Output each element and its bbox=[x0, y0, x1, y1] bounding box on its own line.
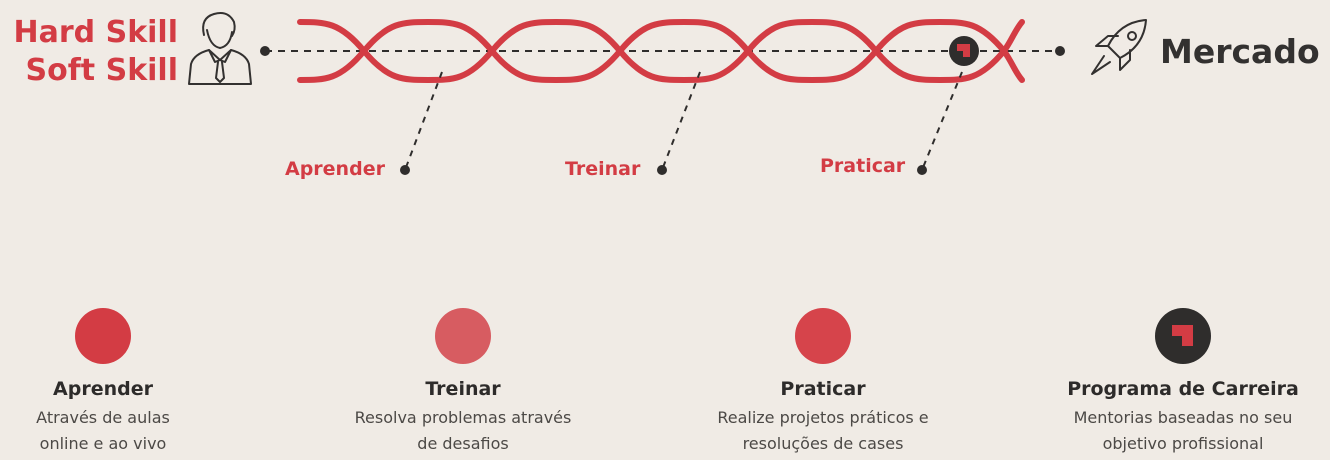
card-description-line: resoluções de cases bbox=[742, 434, 904, 453]
connector-treinar bbox=[661, 71, 701, 171]
card-description-line: objetivo profissional bbox=[1102, 434, 1264, 453]
soft-skill-label: Soft Skill bbox=[25, 53, 178, 88]
card-title: Aprender bbox=[53, 378, 153, 400]
card-description: Realize projetos práticos e resoluções d… bbox=[688, 405, 958, 457]
connector-aprender bbox=[404, 71, 443, 171]
card-description-line: online e ao vivo bbox=[39, 434, 167, 453]
card-praticar: Praticar Realize projetos práticos e res… bbox=[688, 308, 958, 457]
card-description-line: de desafios bbox=[417, 434, 509, 453]
stage-label-treinar: Treinar bbox=[565, 158, 641, 180]
card-aprender: Aprender Através de aulas online e ao vi… bbox=[0, 308, 238, 457]
stage-label-aprender: Aprender bbox=[285, 158, 385, 180]
card-description-line: Através de aulas bbox=[36, 408, 170, 427]
connector-dot-aprender bbox=[400, 165, 410, 175]
career-marker-icon bbox=[949, 36, 979, 66]
card-description-line: Mentorias baseadas no seu bbox=[1073, 408, 1293, 427]
timeline-end-dot bbox=[1055, 46, 1065, 56]
card-description-line: Realize projetos práticos e bbox=[717, 408, 929, 427]
card-dot-aprender bbox=[75, 308, 131, 364]
card-description: Através de aulas online e ao vivo bbox=[0, 405, 238, 457]
card-programa-de-carreira: Programa de Carreira Mentorias baseadas … bbox=[1048, 308, 1318, 457]
card-title: Praticar bbox=[780, 378, 866, 400]
rocket-icon bbox=[1091, 19, 1147, 75]
card-dot-treinar bbox=[435, 308, 491, 364]
skills-heading: Hard Skill Soft Skill bbox=[0, 14, 178, 90]
card-title: Treinar bbox=[425, 378, 501, 400]
card-description: Resolva problemas através de desafios bbox=[328, 405, 598, 457]
stage-label-praticar: Praticar bbox=[820, 155, 906, 177]
timeline-start-dot bbox=[260, 46, 270, 56]
card-dot-praticar bbox=[795, 308, 851, 364]
career-logo-icon bbox=[1155, 308, 1211, 364]
helix-strand-a bbox=[297, 18, 1025, 84]
connector-dot-treinar bbox=[657, 165, 667, 175]
helix-strand-b bbox=[297, 18, 1025, 84]
connector-dot-praticar bbox=[917, 165, 927, 175]
card-description: Mentorias baseadas no seu objetivo profi… bbox=[1048, 405, 1318, 457]
card-title: Programa de Carreira bbox=[1067, 378, 1299, 400]
card-description-line: Resolva problemas através bbox=[354, 408, 572, 427]
professional-person-icon bbox=[188, 12, 252, 85]
target-label: Mercado bbox=[1160, 32, 1320, 71]
card-treinar: Treinar Resolva problemas através de des… bbox=[328, 308, 598, 457]
hard-skill-label: Hard Skill bbox=[13, 15, 178, 50]
connector-praticar bbox=[921, 71, 963, 171]
